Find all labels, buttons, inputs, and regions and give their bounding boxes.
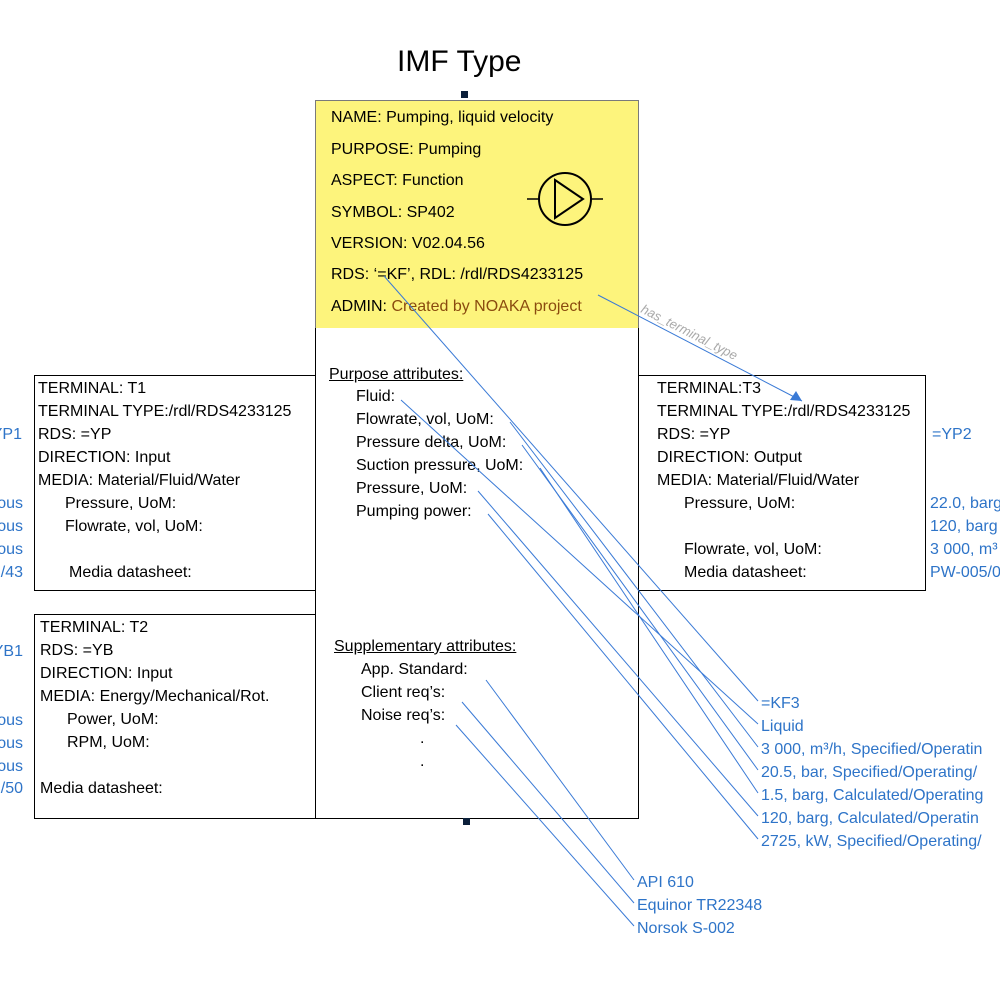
t2-value-1: ous xyxy=(0,712,23,729)
t1-terminal: TERMINAL: T1 xyxy=(38,380,147,397)
t3-media-datasheet: Media datasheet: xyxy=(684,564,807,581)
purpose-attr-pressure: Pressure, UoM: xyxy=(356,480,468,497)
t3-media: MEDIA: Material/Fluid/Water xyxy=(657,472,860,489)
t2-value-2: ous xyxy=(0,735,23,752)
value-rds-kf3: =KF3 xyxy=(761,695,800,712)
t3-value-rds: =YP2 xyxy=(932,426,972,443)
value-noise-reqs: Norsok S-002 xyxy=(637,920,735,937)
admin-value: Created by NOAKA project xyxy=(391,298,582,315)
pump-symbol-icon xyxy=(527,172,603,226)
t1-media: MEDIA: Material/Fluid/Water xyxy=(38,472,241,489)
supp-attr-app-standard: App. Standard: xyxy=(361,661,468,678)
bottom-connector-handle xyxy=(463,818,470,825)
value-fluid: Liquid xyxy=(761,718,804,735)
header-rds: RDS: ‘=KF’, RDL: /rdl/RDS4233125 xyxy=(331,266,584,283)
t3-terminal-type: TERMINAL TYPE:/rdl/RDS4233125 xyxy=(657,403,911,420)
t1-value-1: ous xyxy=(0,495,23,512)
t3-value-datasheet: PW-005/0 xyxy=(930,564,1000,581)
header-version: VERSION: V02.04.56 xyxy=(331,235,485,252)
attributes-box: Purpose attributes: Fluid: Flowrate, vol… xyxy=(315,328,639,819)
t2-media-datasheet: Media datasheet: xyxy=(40,780,163,797)
t1-value-rds: YP1 xyxy=(0,426,22,443)
value-suction-pressure: 1.5, barg, Calculated/Operating xyxy=(761,787,984,804)
value-pressure-delta: 20.5, bar, Specified/Operating/ xyxy=(761,764,978,781)
t3-rds: RDS: =YP xyxy=(657,426,731,443)
value-app-standard: API 610 xyxy=(637,874,694,891)
terminal-t2-box: TERMINAL: T2 RDS: =YB DIRECTION: Input M… xyxy=(34,614,316,819)
purpose-attr-fluid: Fluid: xyxy=(356,388,396,405)
t1-value-datasheet: /43 xyxy=(0,564,23,581)
t2-rds: RDS: =YB xyxy=(40,642,114,659)
t1-value-3: ous xyxy=(0,541,23,558)
value-flowrate: 3 000, m³/h, Specified/Operatin xyxy=(761,741,983,758)
t3-value-flowrate: 3 000, m³ xyxy=(930,541,998,558)
supp-attr-noise-reqs: Noise req’s: xyxy=(361,707,446,724)
top-connector-handle xyxy=(461,91,468,98)
t3-value-pressure-2: 120, barg xyxy=(930,518,998,535)
t1-rds: RDS: =YP xyxy=(38,426,112,443)
header-purpose: PURPOSE: Pumping xyxy=(331,141,482,158)
t1-pressure: Pressure, UoM: xyxy=(65,495,177,512)
t3-direction: DIRECTION: Output xyxy=(657,449,802,466)
t2-value-rds: YB1 xyxy=(0,643,23,660)
purpose-attr-pressure-delta: Pressure delta, UoM: xyxy=(356,434,507,451)
diagram-title: IMF Type xyxy=(397,45,522,78)
value-pressure: 120, barg, Calculated/Operatin xyxy=(761,810,979,827)
supp-attr-client-reqs: Client req’s: xyxy=(361,684,446,701)
purpose-attr-pumping-power: Pumping power: xyxy=(356,503,472,520)
t2-rpm: RPM, UoM: xyxy=(67,734,150,751)
t2-media: MEDIA: Energy/Mechanical/Rot. xyxy=(40,688,270,705)
terminal-t1-box: TERMINAL: T1 TERMINAL TYPE:/rdl/RDS42331… xyxy=(34,375,316,591)
t1-media-datasheet: Media datasheet: xyxy=(69,564,192,581)
t2-terminal: TERMINAL: T2 xyxy=(40,619,149,636)
t2-value-datasheet: /50 xyxy=(0,780,23,797)
t3-terminal: TERMINAL:T3 xyxy=(657,380,762,397)
supplementary-attributes-heading: Supplementary attributes: xyxy=(334,638,517,655)
t2-power: Power, UoM: xyxy=(67,711,159,728)
edge-label: has_terminal_type xyxy=(639,301,740,363)
header-aspect: ASPECT: Function xyxy=(331,172,464,189)
t2-value-3: ous xyxy=(0,758,23,775)
terminal-t3-box: TERMINAL:T3 TERMINAL TYPE:/rdl/RDS423312… xyxy=(638,375,926,591)
t1-flowrate: Flowrate, vol, UoM: xyxy=(65,518,203,535)
purpose-attr-flowrate: Flowrate, vol, UoM: xyxy=(356,411,494,428)
header-admin: ADMIN: Created by NOAKA project xyxy=(331,295,582,318)
t1-direction: DIRECTION: Input xyxy=(38,449,171,466)
header-symbol: SYMBOL: SP402 xyxy=(331,204,455,221)
supp-ellipsis-2: . xyxy=(420,753,425,770)
t1-value-2: ous xyxy=(0,518,23,535)
header-name: NAME: Pumping, liquid velocity xyxy=(331,109,554,126)
value-pumping-power: 2725, kW, Specified/Operating/ xyxy=(761,833,982,850)
supp-ellipsis-1: . xyxy=(420,730,425,747)
t3-pressure: Pressure, UoM: xyxy=(684,495,796,512)
imf-header-box: NAME: Pumping, liquid velocity PURPOSE: … xyxy=(315,100,639,329)
t2-direction: DIRECTION: Input xyxy=(40,665,173,682)
value-client-reqs: Equinor TR22348 xyxy=(637,897,763,914)
t3-flowrate: Flowrate, vol, UoM: xyxy=(684,541,822,558)
t3-value-pressure-1: 22.0, barg xyxy=(930,495,1000,512)
admin-label: ADMIN: xyxy=(331,298,392,315)
t1-terminal-type: TERMINAL TYPE:/rdl/RDS4233125 xyxy=(38,403,292,420)
purpose-attributes-heading: Purpose attributes: xyxy=(329,366,464,383)
purpose-attr-suction-pressure: Suction pressure, UoM: xyxy=(356,457,524,474)
